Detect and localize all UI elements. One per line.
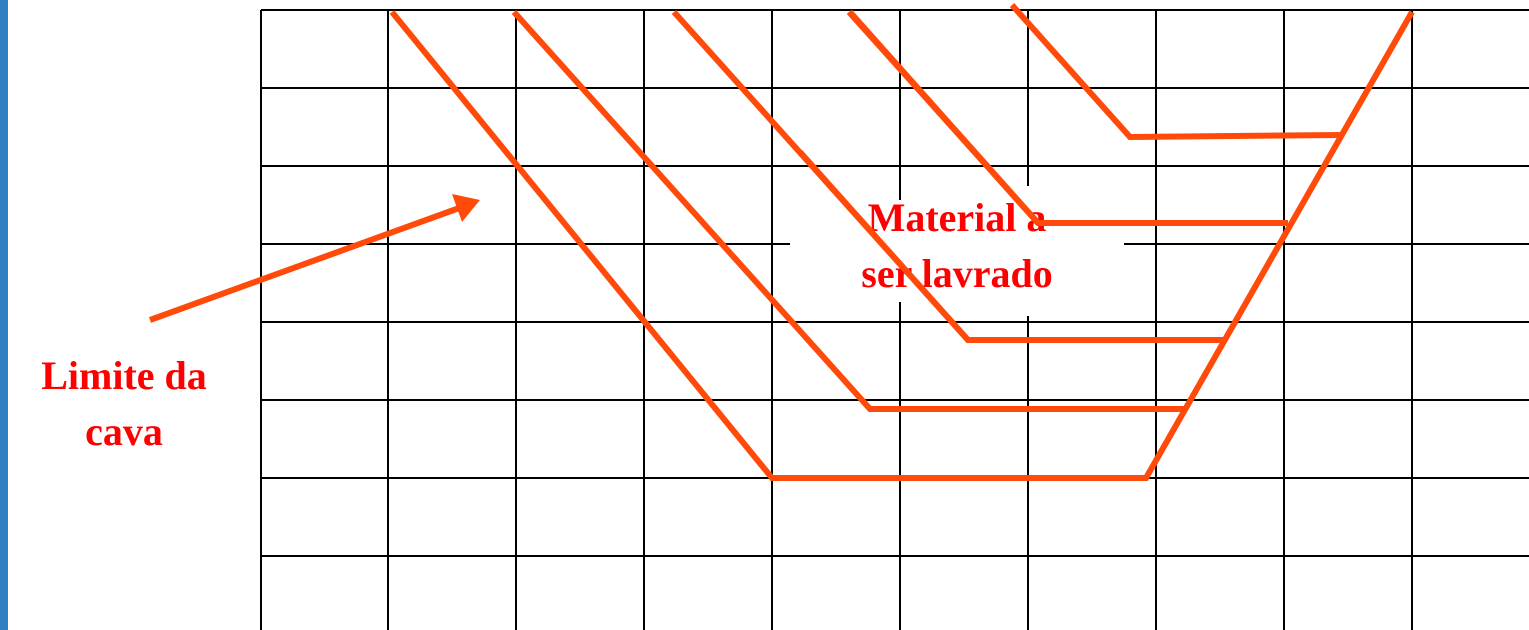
pit-limit-label-line1: Limite da [41, 353, 207, 398]
pit-limit-shell [389, 10, 1415, 481]
pit-shell-2 [511, 9, 1186, 412]
material-label-line1: Material a [867, 195, 1047, 240]
pointer-arrow [148, 194, 480, 323]
pit-shell-5 [1009, 3, 1343, 141]
pit-limit-label-line2: cava [85, 409, 163, 454]
material-label-line2: ser lavrado [861, 251, 1053, 296]
slide-edge-bar [0, 0, 8, 630]
pit-limit-label: Limite da cava [0, 348, 248, 460]
arrow-head-icon [452, 194, 480, 222]
material-label: Material a ser lavrado [790, 186, 1124, 316]
grid [260, 9, 1529, 630]
arrow-icon [148, 204, 464, 323]
